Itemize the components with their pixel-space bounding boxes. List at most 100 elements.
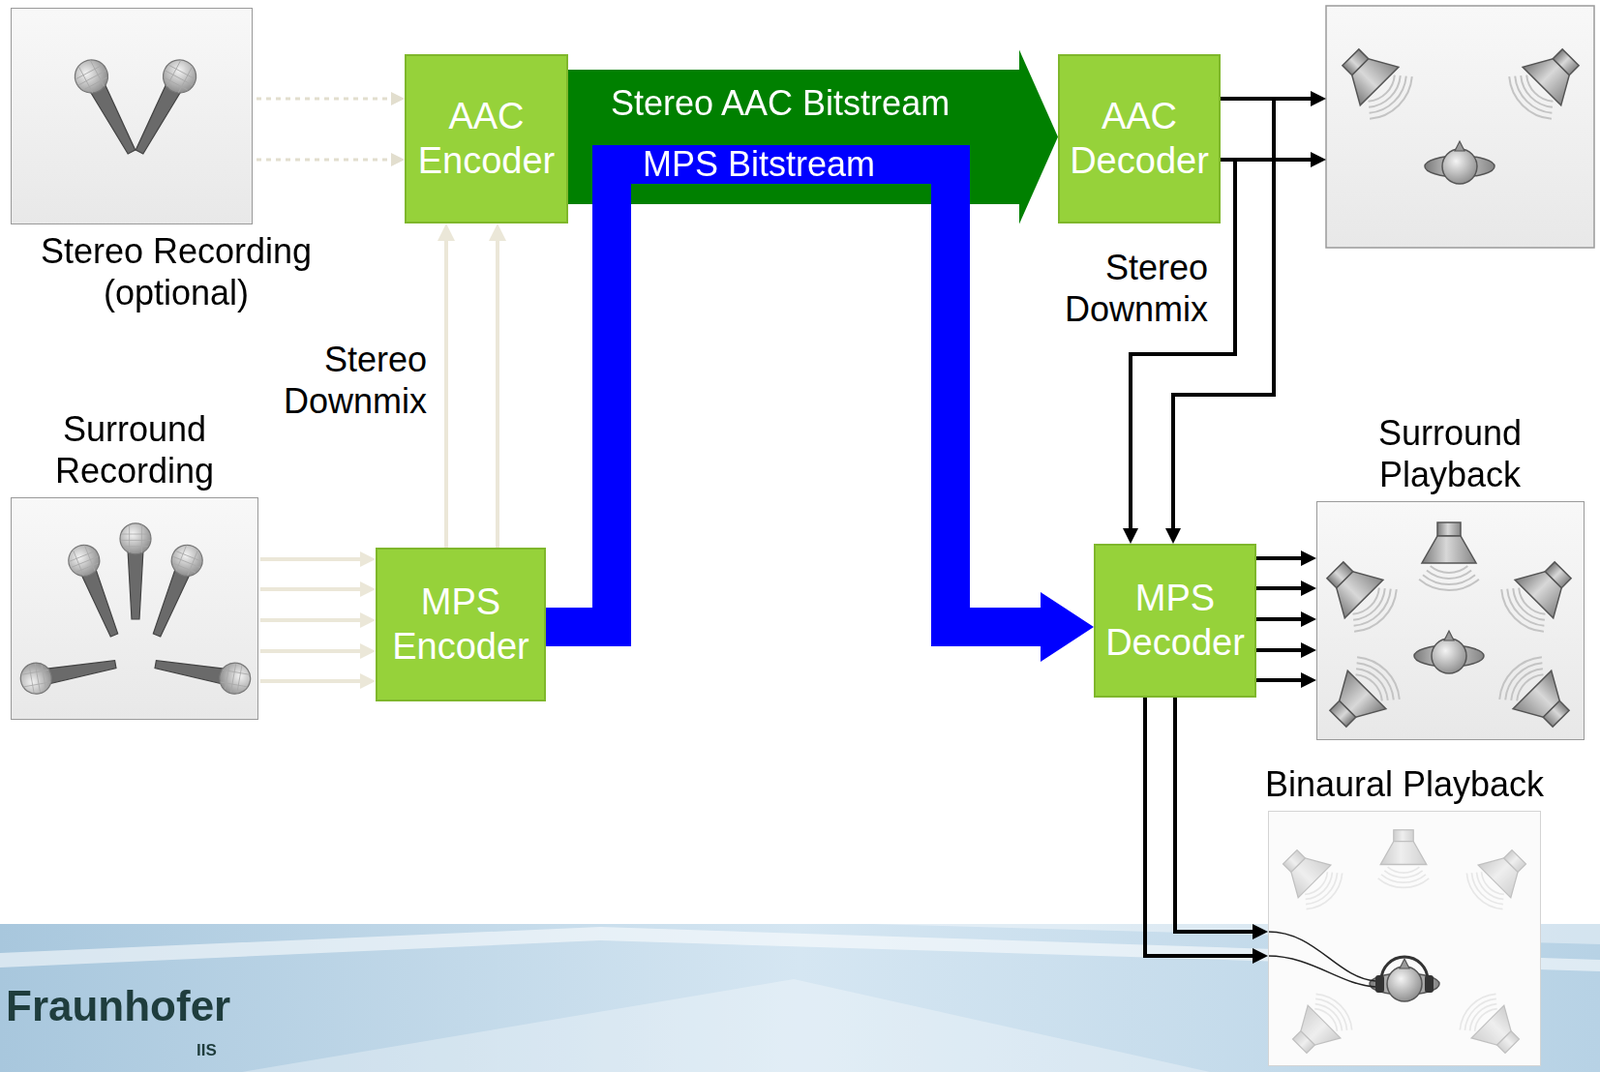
microphone bbox=[152, 649, 253, 697]
microphone bbox=[142, 541, 208, 642]
connector-line bbox=[1256, 648, 1306, 653]
node-text: MPS Decoder bbox=[1105, 576, 1245, 665]
connector-line bbox=[1256, 556, 1306, 561]
arrow-head bbox=[1300, 642, 1317, 659]
arrow-head bbox=[437, 223, 455, 242]
heading-label: Surround Recording bbox=[8, 408, 261, 492]
connector-line bbox=[260, 557, 365, 562]
arrow-head bbox=[1300, 611, 1317, 628]
node-text: AAC Encoder bbox=[416, 94, 557, 183]
speaker bbox=[1493, 549, 1584, 640]
speaker bbox=[1453, 988, 1531, 1065]
node-text: MPS Encoder bbox=[387, 580, 535, 669]
arrow-head bbox=[360, 551, 376, 568]
picture-frame bbox=[1316, 501, 1585, 741]
node-text: Stereo Recording (optional) bbox=[26, 230, 327, 314]
edge-label: Stereo AAC Bitstream bbox=[608, 84, 952, 123]
arrow-head bbox=[1300, 550, 1317, 567]
arrow-head bbox=[1252, 948, 1268, 965]
connector-line bbox=[1256, 586, 1306, 591]
connector-line bbox=[256, 158, 395, 162]
picture-background bbox=[1316, 501, 1585, 741]
edge-label: Stereo Downmix bbox=[1045, 246, 1210, 331]
listener bbox=[1369, 959, 1440, 1002]
arrow-head bbox=[391, 152, 405, 167]
logo-text: Fraunhofer bbox=[5, 985, 231, 1028]
connector-line bbox=[444, 236, 449, 548]
encoder-box: AAC Encoder bbox=[404, 54, 569, 224]
heading-label: Stereo Recording (optional) bbox=[26, 230, 327, 314]
arrow-head bbox=[360, 612, 376, 629]
speaker bbox=[1501, 36, 1592, 127]
arrow-head bbox=[1310, 90, 1327, 107]
speaker bbox=[1329, 36, 1420, 127]
edge-label: Stereo Downmix bbox=[264, 338, 429, 423]
logo-text: IIS bbox=[196, 1042, 217, 1059]
arrow-head bbox=[488, 223, 507, 242]
connector-line bbox=[1175, 697, 1258, 933]
arrow-head bbox=[1310, 151, 1327, 168]
footer-streak bbox=[241, 979, 1210, 1072]
node-text: Binaural Playback bbox=[1249, 763, 1560, 806]
bitstream-arrow bbox=[568, 50, 1058, 225]
picture-frame bbox=[10, 497, 259, 721]
picture-frame bbox=[10, 7, 253, 225]
headphone-cable bbox=[1267, 956, 1376, 988]
picture-background bbox=[1267, 811, 1541, 1067]
input-arrow bbox=[260, 551, 376, 690]
microphone bbox=[63, 541, 129, 642]
arrow-head bbox=[360, 673, 376, 690]
connector-line bbox=[260, 679, 365, 684]
connector-line bbox=[1256, 678, 1306, 683]
arrow-head bbox=[360, 643, 376, 660]
decoder-box: MPS Decoder bbox=[1093, 543, 1257, 698]
arrow-head bbox=[1300, 580, 1317, 597]
downmix-arrow bbox=[437, 223, 507, 548]
heading-label: Surround Playback bbox=[1353, 412, 1547, 496]
picture-frame bbox=[1267, 811, 1541, 1067]
recording-box: Stereo Recording (optional) bbox=[10, 7, 253, 314]
node-text: Surround Recording bbox=[8, 408, 261, 492]
arrow-head bbox=[1252, 924, 1268, 940]
arrow-body bbox=[568, 50, 1058, 225]
speaker bbox=[1314, 549, 1405, 640]
bitstream-arrow bbox=[545, 164, 1094, 663]
decoder-box: AAC Decoder bbox=[1057, 54, 1221, 224]
node-text: AAC Decoder bbox=[1069, 94, 1209, 183]
connector-line bbox=[545, 164, 1041, 628]
connector-line bbox=[1256, 617, 1306, 622]
speaker bbox=[1271, 839, 1349, 916]
stereo-playback-box bbox=[1326, 5, 1595, 248]
listener bbox=[1424, 141, 1495, 184]
arrow-head bbox=[1122, 528, 1139, 544]
recording-box: Surround Recording bbox=[10, 408, 259, 721]
arrow-head bbox=[1300, 672, 1317, 689]
connector-line bbox=[1145, 697, 1258, 957]
encoder-box: MPS Encoder bbox=[375, 547, 546, 702]
node-text: Surround Playback bbox=[1353, 412, 1547, 496]
arrow-head bbox=[360, 581, 376, 598]
playback-box: Surround Playback bbox=[1316, 412, 1585, 741]
connector-line bbox=[495, 236, 500, 548]
headphone-cable bbox=[1267, 932, 1376, 982]
connector-line bbox=[256, 97, 395, 101]
speaker bbox=[1317, 649, 1408, 740]
input-arrow bbox=[256, 91, 405, 167]
listener bbox=[1414, 631, 1484, 674]
edge-label: MPS Bitstream bbox=[640, 145, 877, 184]
connector-line bbox=[260, 618, 365, 623]
speaker bbox=[1460, 839, 1538, 916]
speaker bbox=[1281, 988, 1359, 1065]
picture-background bbox=[10, 7, 253, 225]
connector-line bbox=[260, 649, 365, 654]
output-arrow bbox=[1145, 697, 1268, 965]
speaker bbox=[1418, 522, 1480, 591]
arrow-head bbox=[1165, 528, 1181, 544]
microphone bbox=[120, 523, 151, 620]
heading-label: Binaural Playback bbox=[1249, 763, 1560, 806]
headphones bbox=[1375, 957, 1434, 994]
output-arrow bbox=[1256, 550, 1317, 689]
connector-line bbox=[260, 587, 365, 592]
microphone bbox=[124, 54, 203, 160]
